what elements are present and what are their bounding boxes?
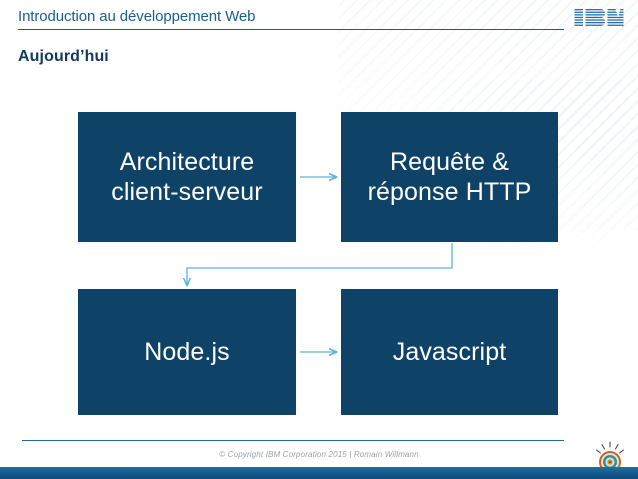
diagram-node-label: Architecture client-serveur — [103, 147, 270, 208]
diagram-node-http[interactable]: Requête & réponse HTTP — [341, 112, 558, 242]
diagram-node-line2: réponse HTTP — [367, 178, 532, 206]
connector-http-to-nodejs — [187, 243, 453, 285]
diagram-node-label: Javascript — [392, 337, 507, 366]
diagram-node-line1: Architecture — [119, 147, 255, 176]
footer-divider — [22, 440, 564, 441]
diagram-node-label: Node.js — [144, 337, 230, 366]
ibm-logo-icon — [574, 9, 624, 29]
header-title: Introduction au développement Web — [18, 8, 256, 25]
header-divider — [18, 29, 564, 30]
diagram-node-architecture[interactable]: Architecture client-serveur — [78, 112, 296, 242]
diagram-node-line1: Requête & — [389, 147, 510, 176]
footer-accent-bar — [0, 467, 638, 479]
diagram-node-nodejs[interactable]: Node.js — [78, 289, 296, 415]
diagram-node-javascript[interactable]: Javascript — [341, 289, 558, 415]
diagram-node-line2: client-serveur — [111, 178, 263, 206]
page-title: Aujourd’hui — [18, 48, 109, 65]
diagram-node-label: Requête & réponse HTTP — [360, 147, 540, 208]
footer-copyright: © Copyright IBM Corporation 2015 | Romai… — [219, 450, 419, 459]
